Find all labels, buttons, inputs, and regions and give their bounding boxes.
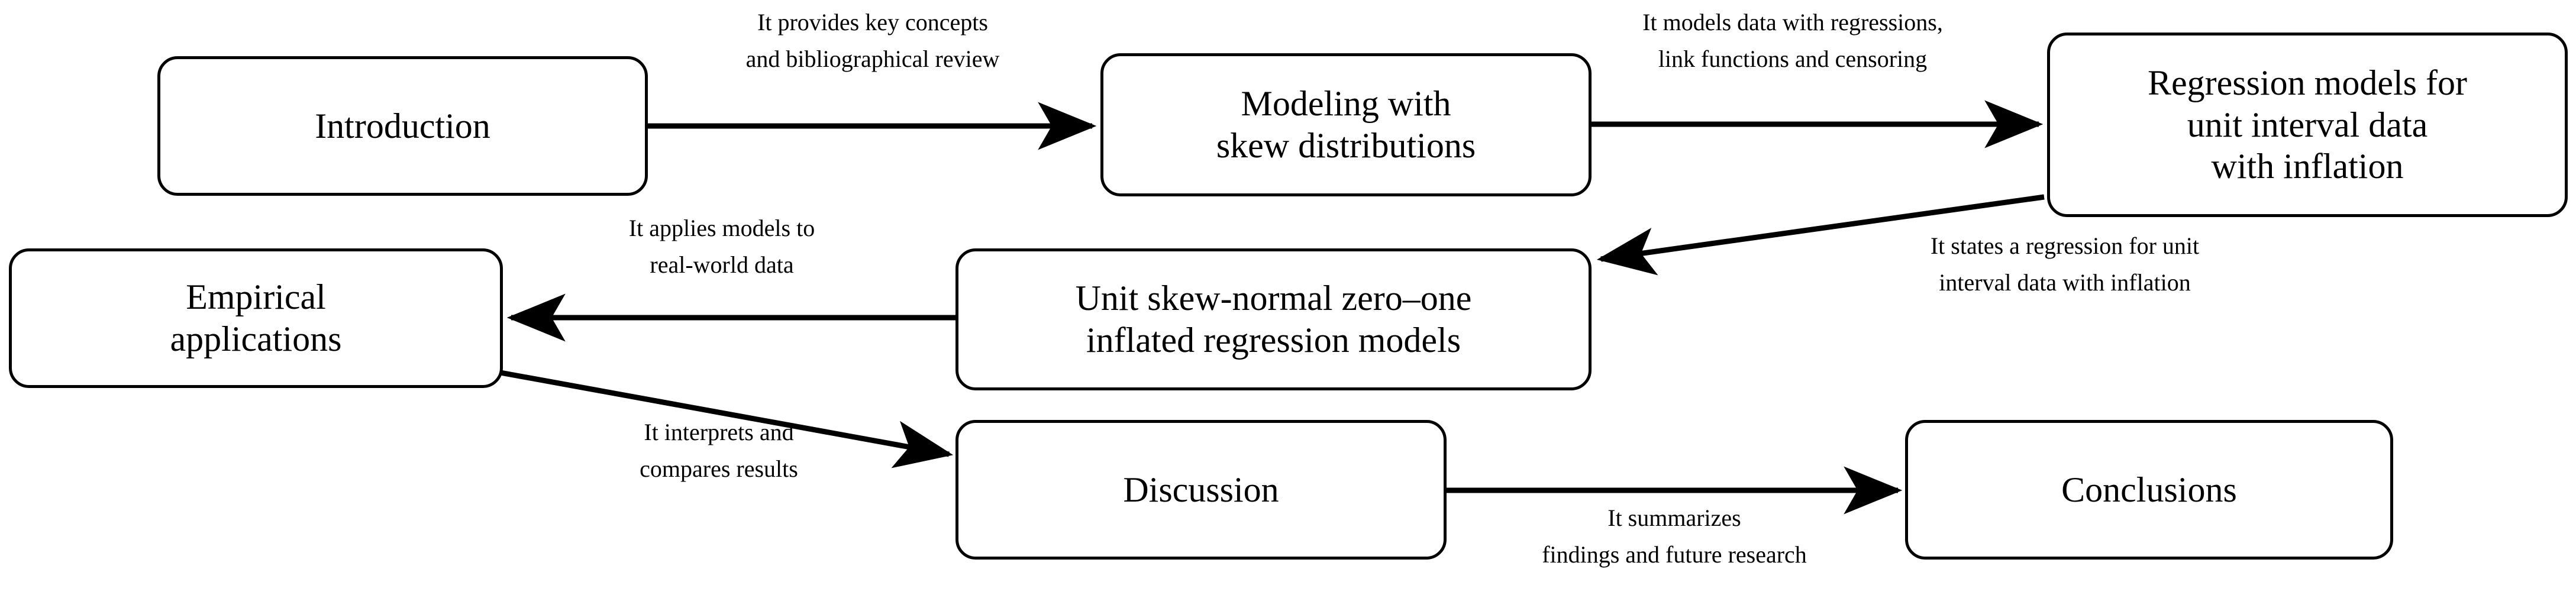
node-conclusions[interactable]: Conclusions [1905,420,2393,560]
edge-label-discussion-to-conclusions: It summarizes findings and future resear… [1542,505,1807,568]
node-empirical-applications[interactable]: Empirical applications [9,248,503,388]
node-modeling-with-skew-distributions[interactable]: Modeling with skew distributions [1100,53,1592,196]
node-introduction[interactable]: Introduction [157,56,648,196]
edge-label-empirical-to-discussion: It interprets and compares results [640,419,798,482]
node-regression-models-for-unit-interval-data-with-inflation[interactable]: Regression models for unit interval data… [2047,33,2568,217]
edge-label-modeling-to-regression: It models data with regressions, link fu… [1642,9,1943,72]
edge-label-intro-to-modeling: It provides key concepts and bibliograph… [745,9,1000,72]
node-discussion[interactable]: Discussion [955,420,1447,560]
node-unit-skew-normal-zero-one-inflated-regression-models[interactable]: Unit skew-normal zero–one inflated regre… [955,248,1592,390]
edge-label-unit-skew-normal-to-empirical: It applies models to real-world data [628,215,815,278]
edge-label-regression-to-unit-skew-normal: It states a regression for unit interval… [1930,232,2200,296]
